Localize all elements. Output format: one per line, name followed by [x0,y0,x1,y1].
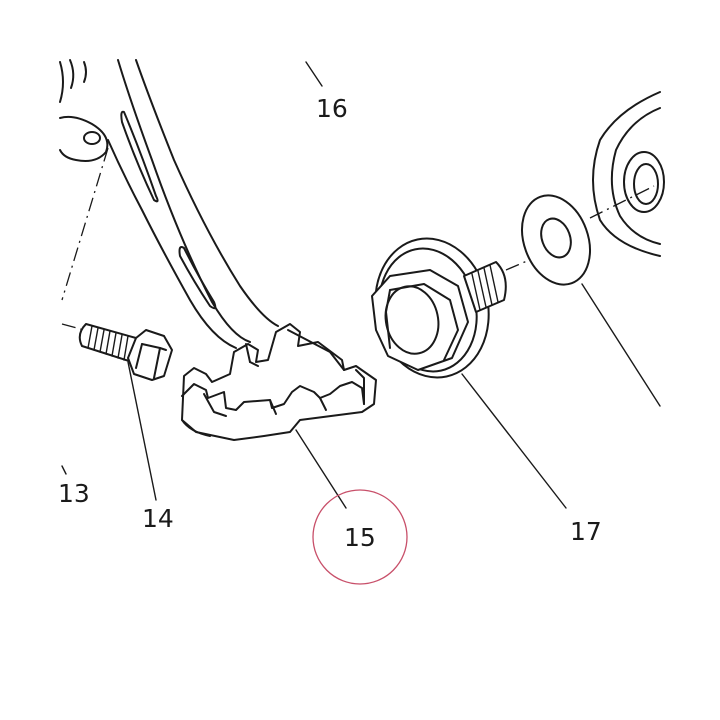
centerline-washer [589,185,655,219]
part-label-16: 16 [316,94,348,123]
leader-16 [305,61,323,87]
leader-13 [61,465,67,475]
part-label-15: 15 [344,523,376,552]
part-label-13: 13 [58,479,90,508]
part-label-17: 17 [570,517,602,546]
part-label-14: 14 [142,504,174,533]
leader-washer [581,283,661,407]
washer [521,194,591,286]
centerline-bolt [61,323,85,331]
leader-14 [127,361,157,501]
highlight-circle [312,489,408,585]
leader-15 [295,429,347,509]
flange-bolt-17 [371,237,507,379]
leader-17 [461,373,567,509]
centerline-bolt17 [505,257,535,271]
centerline-lug [61,147,109,301]
side-stand-leg [59,59,279,349]
bolt-14 [78,323,173,381]
stand-foot-15 [181,323,377,441]
frame-boss [592,91,665,257]
